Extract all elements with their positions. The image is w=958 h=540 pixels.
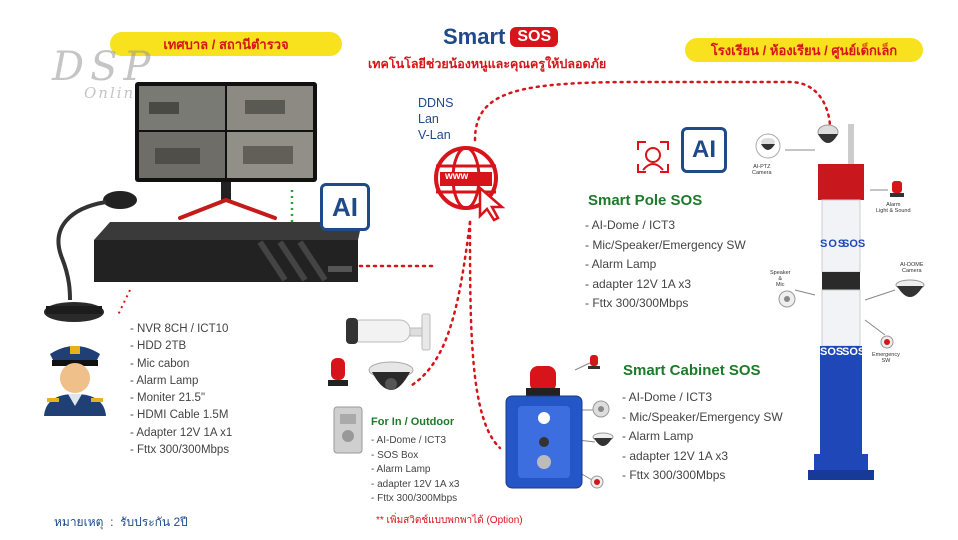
network-lan: Lan [418, 112, 439, 126]
globe-graphic [434, 146, 506, 222]
network-ddns: DDNS [418, 96, 454, 110]
cabinet-speaker-icon [592, 400, 610, 422]
option-note: ** เพิ่มสวิตช์แบบพกพาได้ (Option) [376, 515, 523, 526]
cabinet-item: - Fttx 300/300Mbps [622, 468, 726, 482]
sos-box-device [333, 406, 363, 458]
cabinet-item: - adapter 12V 1A x3 [622, 448, 729, 463]
pole-alarm-icon [890, 180, 904, 202]
pole-emergency-vertical: EMERGENCY [811, 366, 819, 431]
pole-alarm-label: Alarm Light & Sound [876, 202, 911, 214]
cabinet-emergency-icon [590, 474, 604, 493]
nvr-spec-item: - HDMI Cable 1.5M [130, 409, 229, 422]
face-scan-graphic [637, 141, 669, 173]
pole-dome-icon [894, 278, 926, 308]
pole-sos-label-top: SOS [820, 238, 847, 250]
globe-www-icon: www [432, 140, 508, 222]
alarm-lamp-graphic [328, 358, 348, 386]
outdoor-item: - AI-Dome / ICT3 [371, 435, 447, 446]
left-pill: เทศบาล / สถานีตำรวจ [110, 32, 342, 56]
network-labels: DDNS Lan V-Lan [418, 95, 453, 143]
smart-pole-device [808, 116, 874, 490]
emergency-switch-label: Emergency SW [872, 352, 900, 364]
alarm-lamp-outdoor [326, 356, 350, 392]
dome-camera-graphic [368, 361, 414, 390]
pole-item: - Alarm Lamp [585, 257, 657, 271]
nvr-spec-item: - NVR 8CH / ICT10 [130, 323, 229, 335]
cabinet-list: - AI-Dome / ICT3 - Mic/Speaker/Emergency… [622, 388, 783, 486]
www-label: www [445, 171, 469, 182]
cabinet-alarm-icon [588, 354, 600, 374]
smart-cabinet-device [500, 362, 590, 498]
pole-sos-label-bottom: SOS [820, 346, 844, 358]
subtitle: เทคโนโลยีช่วยน้องหนูและคุณครูให้ปลอดภัย [368, 57, 607, 71]
watermark-logo: DSP Online [52, 44, 156, 102]
bullet-camera [346, 310, 434, 360]
nvr-spec-item: - Mic cabon [130, 357, 190, 370]
sos-box-graphic [333, 406, 363, 454]
smart-cabinet-graphic [505, 366, 583, 489]
cabinet-item: - AI-Dome / ICT3 [622, 390, 713, 404]
bullet-camera-graphic [346, 313, 431, 351]
nvr-spec-item: - Adapter 12V 1A x1 [130, 426, 233, 439]
smart-pole-graphic [808, 124, 874, 480]
warranty-note: หมายเหตุ : รับประกัน 2ปี [54, 515, 188, 529]
pole-item: - Mic/Speaker/Emergency SW [585, 237, 746, 252]
title-smart: Smart [443, 24, 506, 49]
outdoor-title: For In / Outdoor [371, 416, 455, 428]
microphone-graphic [44, 191, 137, 322]
police-officer-icon [42, 340, 108, 420]
face-scan-icon [636, 140, 670, 178]
speaker-mic-icon [778, 290, 796, 312]
monitor [135, 82, 317, 220]
smart-sos-title: Smart SOS [443, 24, 559, 50]
cabinet-title: Smart Cabinet SOS [623, 362, 761, 379]
outdoor-item: - Fttx 300/300Mbps [371, 493, 458, 504]
monitor-graphic [135, 82, 317, 220]
ai-badge-nvr: AI [320, 183, 370, 231]
nvr-graphic [94, 222, 362, 282]
outdoor-item: - adapter 12V 1A x3 [371, 478, 460, 490]
pole-list: - AI-Dome / ICT3 - Mic/Speaker/Emergency… [585, 216, 746, 314]
nvr-spec-list: - NVR 8CH / ICT10 - HDD 2TB - Mic cabon … [130, 321, 232, 459]
watermark-dsp: DSP [52, 44, 157, 90]
title-sos-badge: SOS [510, 27, 559, 47]
network-vlan: V-Lan [418, 128, 451, 142]
ai-badge-pole: AI [681, 127, 727, 173]
nvr-spec-item: - Moniter 21.5" [130, 392, 206, 405]
emergency-switch-icon [880, 334, 894, 353]
outdoor-list: - AI-Dome / ICT3 - SOS Box - Alarm Lamp … [371, 434, 459, 507]
officer-graphic [44, 346, 106, 416]
nvr-spec-item: - Fttx 300/300Mbps [130, 444, 230, 457]
outdoor-item: - Alarm Lamp [371, 464, 431, 475]
microphone [40, 188, 140, 332]
pole-sos-label-top-2: SOS [842, 238, 866, 250]
pole-item: - adapter 12V 1A x3 [585, 276, 692, 291]
dome-camera-outdoor [366, 360, 416, 408]
nvr-spec-item: - Alarm Lamp [130, 374, 199, 387]
pole-sos-label-bottom-2: SOS [842, 346, 866, 358]
cabinet-item: - Mic/Speaker/Emergency SW [622, 409, 783, 424]
pole-title: Smart Pole SOS [588, 192, 703, 209]
nvr-spec-item: - HDD 2TB [130, 340, 187, 353]
pole-item: - Fttx 300/300Mbps [585, 296, 689, 310]
cabinet-item: - Alarm Lamp [622, 429, 694, 443]
nvr-recorder [90, 222, 362, 284]
cabinet-dome-icon [592, 432, 614, 454]
pole-item: - AI-Dome / ICT3 [585, 218, 676, 232]
right-pill: โรงเรียน / ห้องเรียน / ศูนย์เด็กเล็ก [685, 38, 923, 62]
dome-camera-label: AI-DOME Camera [900, 262, 924, 274]
speaker-mic-label: Speaker & Mic [770, 270, 791, 288]
watermark-online: Online [84, 84, 147, 102]
ptz-camera-icon [754, 132, 782, 166]
outdoor-item: - SOS Box [371, 449, 419, 461]
ptz-camera-label: AI-PTZ Camera [752, 164, 772, 176]
